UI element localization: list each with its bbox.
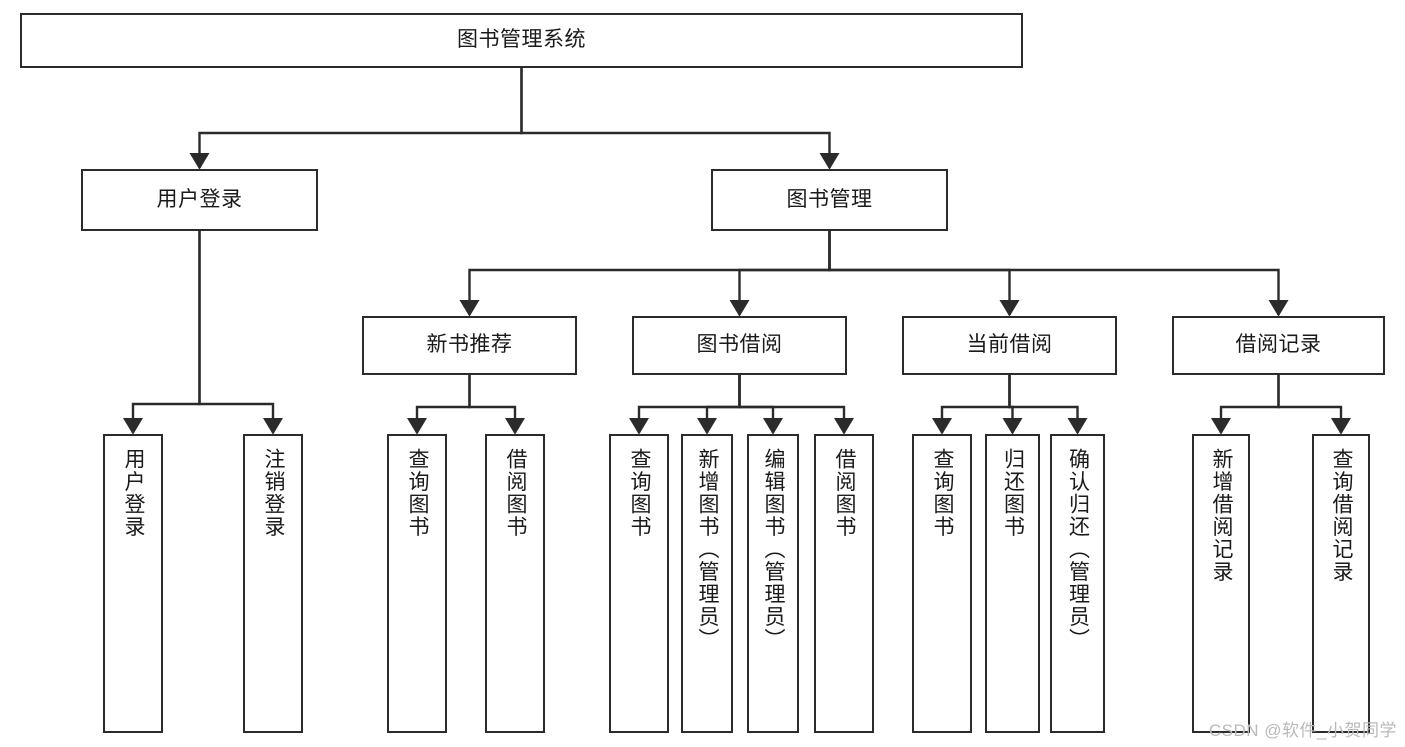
node-label: 用户登录 — [122, 448, 146, 538]
node-leaf-bb-borrow[interactable]: 借阅图书 — [814, 434, 874, 733]
node-label: 图书管理系统 — [457, 28, 586, 52]
node-leaf-rec-query[interactable]: 查询图书 — [387, 434, 447, 733]
edge-book-manage-to-new-book-rec — [459, 231, 831, 317]
edge-current-borrow-to-leaf-cb-return — [1002, 375, 1023, 435]
edge-book-borrow-to-leaf-bb-borrow — [738, 375, 855, 435]
node-leaf-user-login[interactable]: 用户登录 — [103, 434, 163, 733]
node-book-manage[interactable]: 图书管理 — [711, 169, 948, 231]
node-label: 查询图书 — [931, 448, 955, 538]
edge-user-login-to-leaf-user-logout — [198, 231, 284, 435]
node-label: 查询借阅记录 — [1330, 448, 1354, 583]
node-leaf-br-add[interactable]: 新增借阅记录 — [1192, 434, 1250, 733]
node-leaf-br-query[interactable]: 查询借阅记录 — [1312, 434, 1370, 733]
edge-book-borrow-to-leaf-bb-add — [696, 375, 741, 435]
edge-root-to-user-login — [189, 68, 523, 170]
edge-borrow-record-to-leaf-br-query — [1277, 375, 1352, 435]
edge-book-manage-to-book-borrow — [729, 231, 831, 317]
node-leaf-cb-return[interactable]: 归还图书 — [985, 434, 1040, 733]
node-label: 注销登录 — [262, 448, 286, 538]
node-label: 当前借阅 — [966, 333, 1053, 357]
node-borrow-record[interactable]: 借阅记录 — [1172, 316, 1385, 375]
node-current-borrow[interactable]: 当前借阅 — [902, 316, 1117, 375]
edge-new-book-rec-to-leaf-rec-query — [406, 375, 471, 435]
edge-book-manage-to-current-borrow — [828, 231, 1020, 317]
node-label: 编辑图书（管理员） — [762, 448, 786, 651]
edge-current-borrow-to-leaf-cb-query — [931, 375, 1011, 435]
edge-book-manage-to-borrow-record — [828, 231, 1289, 317]
node-label: 借阅图书 — [504, 448, 528, 538]
node-user-login[interactable]: 用户登录 — [81, 169, 318, 231]
node-label: 新增图书（管理员） — [696, 448, 720, 651]
node-label: 借阅记录 — [1235, 333, 1322, 357]
node-label: 查询图书 — [406, 448, 430, 538]
node-leaf-bb-query[interactable]: 查询图书 — [609, 434, 669, 733]
edge-new-book-rec-to-leaf-rec-borrow — [468, 375, 526, 435]
node-new-book-rec[interactable]: 新书推荐 — [362, 316, 577, 375]
edge-borrow-record-to-leaf-br-add — [1210, 375, 1280, 435]
node-label: 用户登录 — [156, 187, 243, 211]
node-label: 新增借阅记录 — [1210, 448, 1234, 583]
node-leaf-rec-borrow[interactable]: 借阅图书 — [485, 434, 545, 733]
node-leaf-cb-confirm[interactable]: 确认归还（管理员） — [1050, 434, 1105, 733]
edge-book-borrow-to-leaf-bb-edit — [738, 375, 784, 435]
edge-book-borrow-to-leaf-bb-query — [628, 375, 741, 435]
node-label: 借阅图书 — [833, 448, 857, 538]
node-root[interactable]: 图书管理系统 — [20, 13, 1023, 68]
node-label: 图书借阅 — [696, 333, 783, 357]
node-label: 查询图书 — [628, 448, 652, 538]
node-leaf-bb-add[interactable]: 新增图书（管理员） — [681, 434, 733, 733]
node-leaf-cb-query[interactable]: 查询图书 — [912, 434, 972, 733]
watermark-text: CSDN @软件_小贺同学 — [1208, 721, 1397, 740]
node-label: 归还图书 — [1001, 448, 1025, 538]
node-leaf-user-logout[interactable]: 注销登录 — [243, 434, 303, 733]
edge-current-borrow-to-leaf-cb-confirm — [1008, 375, 1088, 435]
node-leaf-bb-edit[interactable]: 编辑图书（管理员） — [747, 434, 799, 733]
node-book-borrow[interactable]: 图书借阅 — [632, 316, 847, 375]
edge-root-to-book-manage — [520, 68, 840, 170]
edge-user-login-to-leaf-user-login — [122, 231, 201, 435]
node-label: 图书管理 — [786, 187, 873, 211]
node-label: 新书推荐 — [426, 333, 513, 357]
node-label: 确认归还（管理员） — [1066, 448, 1090, 651]
